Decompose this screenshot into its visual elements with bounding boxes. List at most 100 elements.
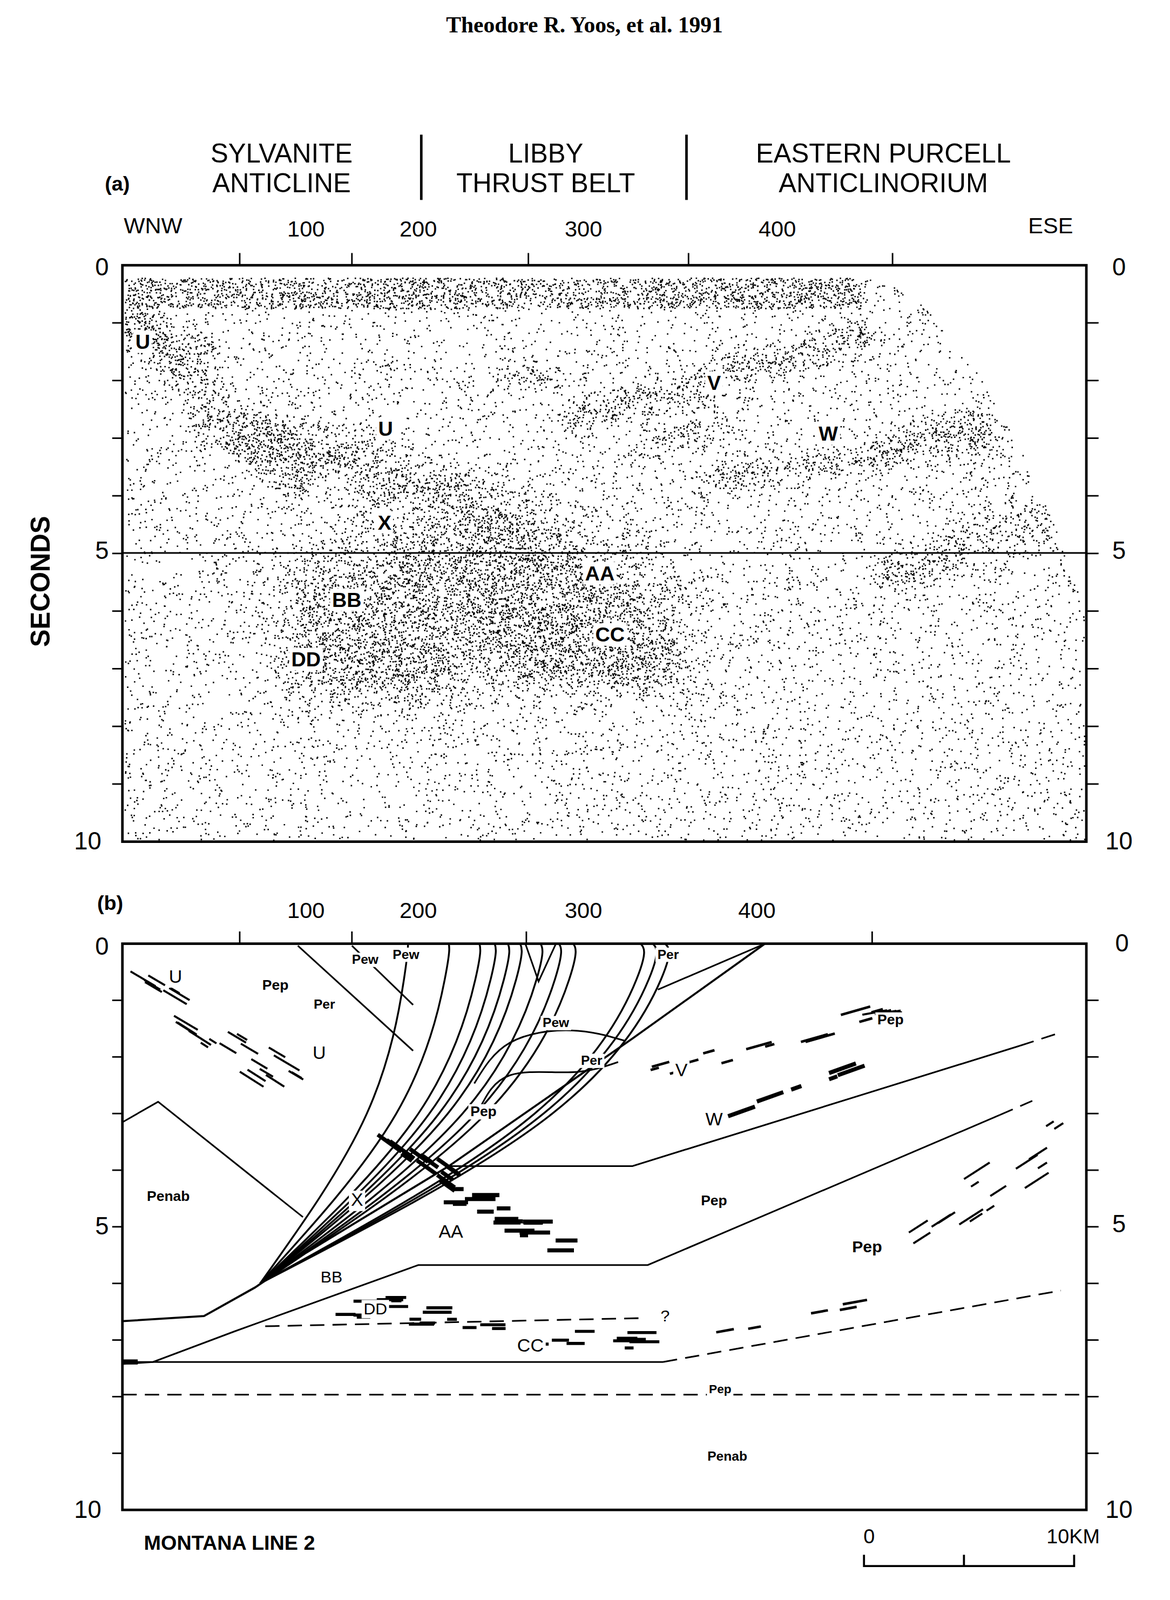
thrust-fault	[260, 943, 562, 1284]
unit-label: Per	[311, 997, 337, 1012]
reflector-dash	[839, 1306, 857, 1310]
reflector-dash	[716, 1328, 735, 1332]
panel-a-frame	[112, 253, 1099, 842]
time-line	[122, 552, 1087, 554]
thrust-fault	[260, 943, 497, 1284]
shotpoint-number: 200	[397, 217, 439, 242]
reflector-dash	[265, 1074, 284, 1087]
unit-label: Per	[578, 1053, 605, 1068]
geologic-contact	[474, 1030, 625, 1084]
reflector-dash	[288, 1070, 304, 1080]
axis-tick	[1086, 725, 1099, 728]
axis-tick	[112, 725, 123, 728]
axis-tick	[1086, 1395, 1099, 1398]
axis-tick	[239, 253, 241, 266]
axis-tick	[112, 1225, 123, 1228]
time-tick-label: 0	[1110, 253, 1128, 281]
reflector-dash	[547, 1248, 574, 1253]
reflector-dash	[443, 1200, 469, 1205]
axis-tick	[112, 1056, 123, 1058]
shotpoint-number: 100	[285, 898, 327, 924]
reflector-dash	[426, 1306, 453, 1310]
axis-tick	[1086, 667, 1099, 670]
reflector-dash	[746, 1042, 772, 1050]
region-heading: EASTERN PURCELL ANTICLINORIUM	[738, 139, 1029, 198]
time-tick-label: 5	[1110, 1210, 1128, 1238]
reflector-dash	[177, 1022, 197, 1035]
reflector-dash	[575, 1329, 595, 1334]
unit-label: Pew	[349, 952, 381, 967]
reflector-label: X	[375, 511, 394, 534]
reflector-label: U	[376, 417, 396, 441]
reflector-dash	[970, 1181, 979, 1187]
reflector-dash	[1054, 1123, 1064, 1129]
reflector-dash	[1029, 1147, 1047, 1159]
reflector-label: U	[133, 330, 153, 354]
reflector-dash	[401, 1153, 412, 1161]
reflector-label: AA	[583, 562, 617, 585]
reflector-dash	[626, 1337, 646, 1342]
reflector-dash	[496, 1206, 511, 1211]
reflector-dash	[721, 1059, 733, 1064]
seismic-noise	[124, 277, 1086, 841]
shotpoint-number: 300	[562, 217, 605, 242]
region-heading: LIBBY THRUST BELT	[450, 139, 641, 198]
time-tick-label: 5	[93, 537, 112, 565]
reflector-dash	[239, 1071, 264, 1087]
reflector-dash	[188, 1030, 212, 1045]
reflector-dash	[447, 1317, 457, 1321]
reflector-dash	[422, 1310, 452, 1314]
scale-tick	[962, 1554, 965, 1567]
reflector-label: DD	[289, 647, 323, 671]
panel-frame	[122, 943, 1087, 1511]
reflector-dash	[209, 1038, 217, 1044]
reflector-dash	[408, 1322, 435, 1326]
reflector-dash	[477, 1209, 495, 1214]
geologic-contact	[999, 1100, 1032, 1115]
geologic-contact	[663, 1290, 1061, 1362]
shotpoint-number: 400	[735, 898, 778, 924]
time-tick-label: 0	[93, 932, 112, 960]
time-tick-label: 0	[93, 253, 112, 281]
reflector-dash	[452, 1201, 467, 1207]
reflector-dash	[471, 1192, 500, 1197]
reflector-dash	[200, 1042, 209, 1048]
axis-tick	[112, 379, 123, 382]
time-tick-label: 10	[71, 828, 104, 856]
thrust-fault	[260, 943, 510, 1284]
time-tick-label: 10	[1103, 828, 1135, 856]
axis-tick	[1086, 999, 1099, 1002]
reflector-dash	[842, 1299, 868, 1304]
axis-tick	[350, 253, 353, 266]
reflector-dash	[986, 1205, 994, 1211]
axis-tick	[1086, 437, 1099, 439]
reflector-dash	[335, 1312, 356, 1316]
reflector-dash	[624, 1346, 634, 1350]
geologic-contact	[122, 1114, 1000, 1364]
reflector-dash	[219, 1043, 237, 1053]
reflector-label: W	[816, 422, 840, 445]
thrust-fault	[260, 943, 523, 1284]
reflector-dash	[627, 1330, 657, 1335]
reflector-dash	[491, 1326, 506, 1330]
scale-bar	[863, 1554, 1074, 1567]
reflector-label: V	[705, 371, 723, 395]
reflector-dash	[913, 1232, 931, 1244]
reflector-dash	[494, 1216, 519, 1221]
geologic-contact	[122, 1101, 303, 1217]
reflector-label: U	[310, 1043, 328, 1064]
header-divider	[420, 134, 423, 200]
scale-label: 0	[861, 1524, 877, 1548]
reflector-dash	[1046, 1121, 1054, 1127]
axis-tick	[1086, 322, 1099, 324]
reflector-dash	[828, 1063, 856, 1073]
reflector-dash	[247, 1069, 266, 1081]
scale-line	[863, 1564, 1074, 1567]
axis-tick	[239, 931, 241, 944]
time-tick-label: 5	[93, 1212, 112, 1240]
axis-tick	[1086, 495, 1099, 497]
direction-label: WNW	[121, 214, 185, 240]
thrust-fault	[260, 943, 657, 1284]
reflector-dash	[240, 1043, 259, 1054]
reflector-dash	[908, 1220, 928, 1233]
